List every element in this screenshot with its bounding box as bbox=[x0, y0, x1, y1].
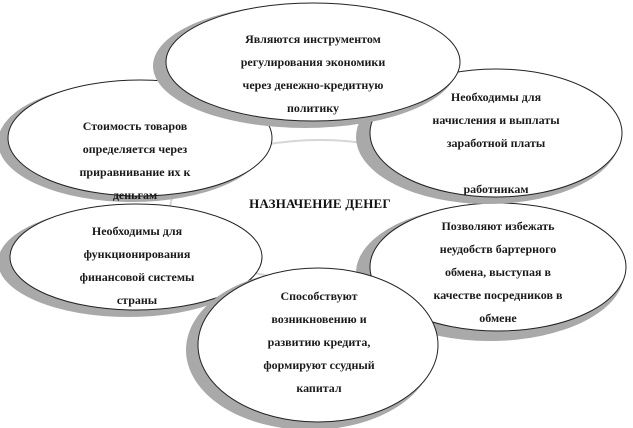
node-wages-text: Необходимы для начисления и выплаты зара… bbox=[432, 90, 560, 196]
node-price-text: Стоимость товаров определяется через при… bbox=[79, 119, 191, 202]
node-credit-text: Способствуют возникновению и развитию кр… bbox=[263, 289, 375, 395]
node-economy-text: Являются инструментом регулирования экон… bbox=[240, 32, 386, 115]
diagram-title: НАЗНАЧЕНИЕ ДЕНЕГ bbox=[249, 196, 391, 211]
node-barter-text: Позволяют избежать неудобств бартерного … bbox=[433, 219, 563, 325]
node-finance-shape bbox=[0, 203, 263, 317]
node-credit-shape bbox=[186, 267, 439, 428]
node-economy-shape bbox=[153, 2, 461, 128]
node-finance-text: Необходимы для функционирования финансов… bbox=[79, 224, 195, 307]
